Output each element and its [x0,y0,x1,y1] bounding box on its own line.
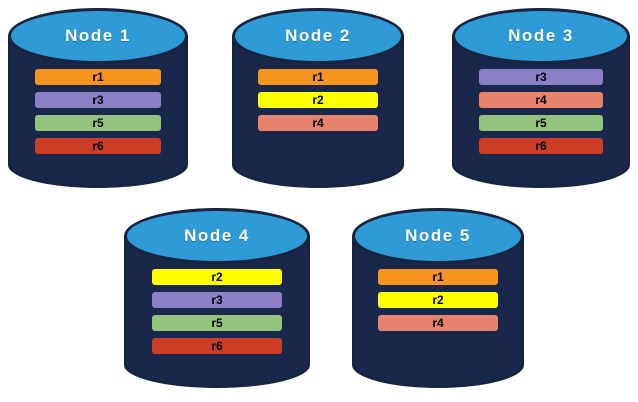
replica-bar-r1[interactable]: r1 [35,69,161,85]
replica-bar-r3[interactable]: r3 [151,292,283,308]
replica-bar-r4[interactable]: r4 [478,92,604,108]
replica-list: r1 r3 r5 r6 [8,69,188,154]
node-label: Node 3 [508,26,574,45]
replica-label: r6 [92,139,104,153]
replica-bar-r6[interactable]: r6 [151,338,283,354]
cylinder-top: Node 5 [352,208,524,264]
replica-label: r4 [432,316,444,330]
replica-bar-r1[interactable]: r1 [377,269,499,285]
replica-label: r1 [312,70,324,84]
replica-label: r6 [535,139,547,153]
replica-label: r5 [211,316,223,330]
replica-bar-r5[interactable]: r5 [478,115,604,131]
node-label: Node 1 [65,26,131,45]
replica-list: r2 r3 r5 r6 [124,269,310,354]
replica-bar-r1[interactable]: r1 [257,69,379,85]
node-label: Node 4 [184,226,250,245]
node-label: Node 2 [285,26,351,45]
replica-bar-r3[interactable]: r3 [35,92,161,108]
replica-list: r1 r2 r4 [352,269,524,331]
replica-label: r4 [535,93,547,107]
cylinder-top: Node 2 [232,8,404,64]
replica-bar-r4[interactable]: r4 [377,315,499,331]
replica-bar-r2[interactable]: r2 [151,269,283,285]
database-node-4[interactable]: Node 4 r2 r3 r5 r6 [124,208,310,388]
database-node-2[interactable]: Node 2 r1 r2 r4 [232,8,404,188]
replica-label: r2 [211,270,223,284]
replica-label: r5 [92,116,104,130]
replica-bar-r2[interactable]: r2 [257,92,379,108]
database-node-3[interactable]: Node 3 r3 r4 r5 r6 [452,8,630,188]
cylinder-top: Node 4 [124,208,310,264]
replica-bar-r2[interactable]: r2 [377,292,499,308]
replica-label: r6 [211,339,223,353]
replica-label: r2 [312,93,324,107]
replica-label: r5 [535,116,547,130]
replica-label: r3 [211,293,223,307]
replica-bar-r5[interactable]: r5 [35,115,161,131]
replica-list: r3 r4 r5 r6 [452,69,630,154]
replica-bar-r6[interactable]: r6 [478,138,604,154]
replica-label: r3 [92,93,104,107]
cylinder-top: Node 3 [452,8,630,64]
node-label: Node 5 [405,226,471,245]
replica-list: r1 r2 r4 [232,69,404,131]
replica-label: r4 [312,116,324,130]
replica-label: r1 [432,270,444,284]
replica-bar-r3[interactable]: r3 [478,69,604,85]
cylinder-top: Node 1 [8,8,188,64]
replica-bar-r5[interactable]: r5 [151,315,283,331]
database-node-1[interactable]: Node 1 r1 r3 r5 r6 [8,8,188,188]
database-node-5[interactable]: Node 5 r1 r2 r4 [352,208,524,388]
replica-label: r1 [92,70,104,84]
replica-label: r3 [535,70,547,84]
replica-bar-r4[interactable]: r4 [257,115,379,131]
replica-label: r2 [432,293,444,307]
replica-bar-r6[interactable]: r6 [35,138,161,154]
